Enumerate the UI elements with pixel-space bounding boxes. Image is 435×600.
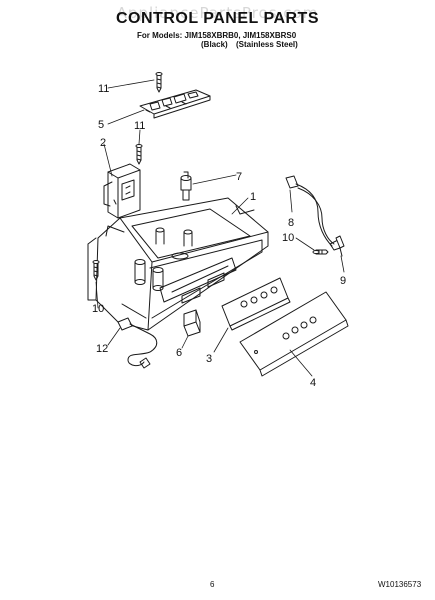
page-number: 6	[210, 580, 215, 589]
finish-stainless-label: (Stainless Steel)	[236, 40, 298, 49]
relay-bracket-part-2	[103, 163, 141, 219]
callout-8: 8	[288, 217, 294, 229]
finish-black-label: (Black)	[201, 40, 228, 49]
callout-12: 12	[96, 343, 108, 355]
screw-part-11-middle	[135, 144, 143, 165]
document-number: W10136573	[378, 580, 422, 589]
watermark: AppliancePartsPros.com	[116, 4, 319, 22]
callout-10-left: 10	[92, 303, 104, 315]
ground-part-9	[335, 235, 345, 257]
page-title: CONTROL PANEL PARTS	[116, 10, 319, 27]
circuit-board-part-5	[139, 89, 211, 119]
callout-labels: 11 5 11 2 7 1 8 10 9 10 12 6 3 4	[92, 83, 346, 389]
overlay-part-3	[221, 277, 291, 331]
callout-11-middle: 11	[134, 120, 145, 132]
sensor-lead-part-12	[117, 317, 158, 369]
callout-2: 2	[100, 137, 106, 149]
wire-harness-part-8	[285, 175, 341, 251]
callout-6: 6	[176, 347, 182, 359]
callout-5: 5	[98, 119, 104, 131]
leader-lines	[95, 79, 345, 377]
page-header: AppliancePartsPros.com CONTROL PANEL PAR…	[0, 0, 435, 60]
callout-4: 4	[310, 377, 316, 389]
callout-10-right: 10	[282, 232, 294, 244]
callout-7: 7	[236, 171, 242, 183]
callout-9: 9	[340, 275, 346, 287]
control-panel-part-4	[239, 291, 349, 377]
models-line: For Models: JIM158XBRB0, JIM158XBRS0	[137, 31, 297, 40]
screw-part-10-right	[312, 249, 329, 255]
screw-part-11-top	[155, 72, 163, 93]
screw-part-10-left	[92, 260, 100, 281]
mount-part-7	[180, 171, 192, 201]
clip-part-6	[183, 309, 201, 337]
callout-11-top: 11	[98, 83, 109, 95]
housing-part-1	[87, 197, 269, 331]
callout-3: 3	[206, 353, 212, 365]
callout-1: 1	[250, 191, 256, 203]
